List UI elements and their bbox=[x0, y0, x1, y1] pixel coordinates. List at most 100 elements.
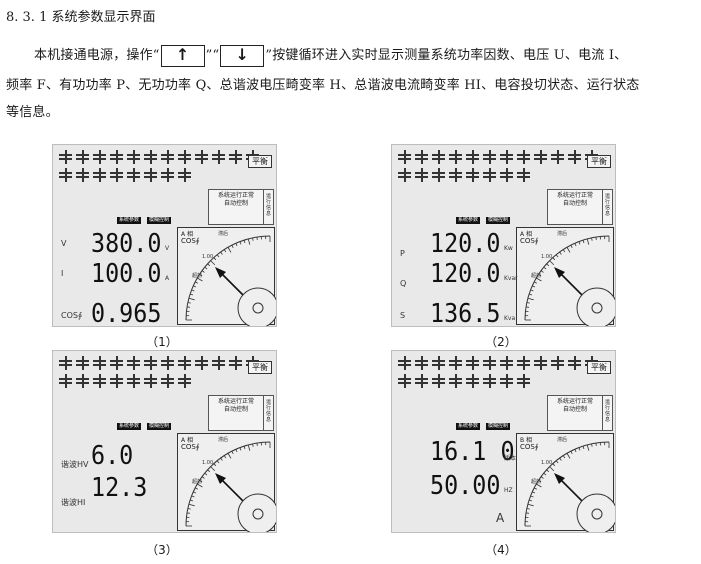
capacitor-icon bbox=[110, 374, 123, 388]
capacitor-plate bbox=[574, 150, 576, 164]
gauge-tick bbox=[194, 281, 199, 284]
cosphi-label: COS∮ bbox=[181, 443, 200, 451]
system-status-box: 系统运行正常自动控制 bbox=[208, 189, 264, 225]
capacitor-plate bbox=[150, 356, 152, 370]
gauge-tick bbox=[220, 457, 223, 461]
gauge-tick bbox=[570, 450, 573, 455]
gauge-label-100: 1.00 bbox=[541, 254, 553, 260]
run-info-box: 运行信息 bbox=[603, 395, 613, 431]
gauge-label-100: 1.00 bbox=[541, 460, 553, 466]
capacitor-icon bbox=[449, 374, 462, 388]
gauge-tick bbox=[239, 447, 242, 451]
gauge-tick bbox=[549, 466, 555, 472]
gauge-hub bbox=[576, 493, 615, 532]
capacitor-icon bbox=[110, 150, 123, 164]
capacitor-icon bbox=[195, 150, 208, 164]
capacitor-icon bbox=[59, 374, 72, 388]
gauge-hub-icon bbox=[252, 302, 264, 314]
capacitor-plate bbox=[523, 356, 525, 370]
gauge-tick bbox=[243, 239, 246, 244]
paragraph-line-1: 本机接通电源，操作“↑”“↓”按键循环进入实时显示测量系统功率因数、电压 U、电… bbox=[34, 44, 627, 67]
capacitor-plate bbox=[133, 168, 135, 182]
capacitor-icon bbox=[144, 150, 157, 164]
capacitor-icon bbox=[415, 168, 428, 182]
capacitor-row-bottom bbox=[59, 374, 191, 388]
capacitor-icon bbox=[161, 356, 174, 370]
gauge-tick bbox=[188, 297, 195, 301]
row-unit: V bbox=[165, 245, 170, 252]
gauge-hub-icon bbox=[591, 302, 603, 314]
capacitor-plate bbox=[82, 356, 84, 370]
gauge-tick bbox=[235, 449, 238, 453]
row-unit: A bbox=[165, 275, 170, 282]
capacitor-icon bbox=[398, 168, 411, 182]
gauge-hub bbox=[237, 287, 276, 326]
capacitor-icon bbox=[59, 168, 72, 182]
capacitor-plate bbox=[184, 150, 186, 164]
phase-label: A 相 bbox=[181, 231, 194, 238]
gauge-tick bbox=[193, 285, 197, 288]
capacitor-icon bbox=[93, 168, 106, 182]
gauge-tick bbox=[536, 277, 542, 282]
capacitor-icon bbox=[76, 356, 89, 370]
capacitor-plate bbox=[421, 168, 423, 182]
capacitor-plate bbox=[421, 356, 423, 370]
row-unit: 版本 bbox=[504, 455, 517, 462]
status-line-1: 系统运行正常 bbox=[556, 192, 593, 199]
capacitor-plate bbox=[438, 374, 440, 388]
gauge-tick bbox=[562, 249, 566, 253]
gauge-label-100: 1.00 bbox=[202, 460, 214, 466]
capacitor-plate bbox=[65, 356, 67, 370]
gauge-tick bbox=[207, 263, 211, 267]
capacitor-icon bbox=[229, 356, 242, 370]
gauge-tick bbox=[227, 247, 232, 253]
row-unit: Kva bbox=[504, 315, 516, 322]
row-label: 谐波HV bbox=[61, 460, 89, 469]
capacitor-plate bbox=[455, 374, 457, 388]
gauge-tick bbox=[526, 508, 530, 510]
capacitor-plate bbox=[472, 150, 474, 164]
system-status-box: 系统运行正常自动控制 bbox=[547, 395, 603, 431]
gauge-tick bbox=[546, 469, 550, 473]
capacitor-icon bbox=[127, 374, 140, 388]
capacitor-icon bbox=[398, 374, 411, 388]
capacitor-plate bbox=[133, 374, 135, 388]
gauge-tick bbox=[207, 469, 211, 473]
gauge-tick bbox=[231, 244, 234, 249]
row-value: 12.3 bbox=[91, 473, 148, 503]
gauge-tick bbox=[559, 251, 562, 255]
capacitor-icon bbox=[76, 374, 89, 388]
gauge-tick bbox=[586, 444, 590, 451]
gauge-tick bbox=[530, 495, 534, 498]
panel-caption-2: （2） bbox=[485, 335, 517, 349]
panel-caption-1: （1） bbox=[146, 335, 178, 349]
gauge-tick bbox=[527, 297, 534, 301]
row-label: 谐波HI bbox=[61, 498, 86, 507]
capacitor-icon bbox=[59, 356, 72, 370]
tag-system-params: 系统参数 bbox=[456, 217, 481, 224]
tag-fuzzy-control: 模糊控制 bbox=[486, 217, 511, 224]
row-label: S bbox=[400, 311, 406, 320]
capacitor-icon bbox=[466, 150, 479, 164]
gauge-tick bbox=[528, 293, 533, 296]
gauge-arc bbox=[185, 235, 271, 321]
gauge-tick bbox=[204, 266, 208, 270]
gauge-arc bbox=[524, 235, 610, 321]
row-label: P bbox=[400, 249, 405, 258]
gauge-tick bbox=[574, 449, 577, 453]
gauge-arc bbox=[185, 441, 271, 527]
capacitor-icon bbox=[449, 356, 462, 370]
status-line-2: 自动控制 bbox=[223, 406, 248, 413]
capacitor-plate bbox=[455, 150, 457, 164]
gauge-hub bbox=[576, 287, 615, 326]
gauge-tick bbox=[199, 273, 203, 277]
capacitor-icon bbox=[212, 356, 225, 370]
capacitor-icon bbox=[432, 150, 445, 164]
capacitor-icon bbox=[93, 356, 106, 370]
gauge-tick bbox=[527, 503, 534, 507]
gauge-tick bbox=[530, 289, 534, 292]
capacitor-plate bbox=[184, 168, 186, 182]
gauge-tick bbox=[216, 254, 220, 258]
paragraph-line-3: 等信息。 bbox=[6, 105, 59, 120]
